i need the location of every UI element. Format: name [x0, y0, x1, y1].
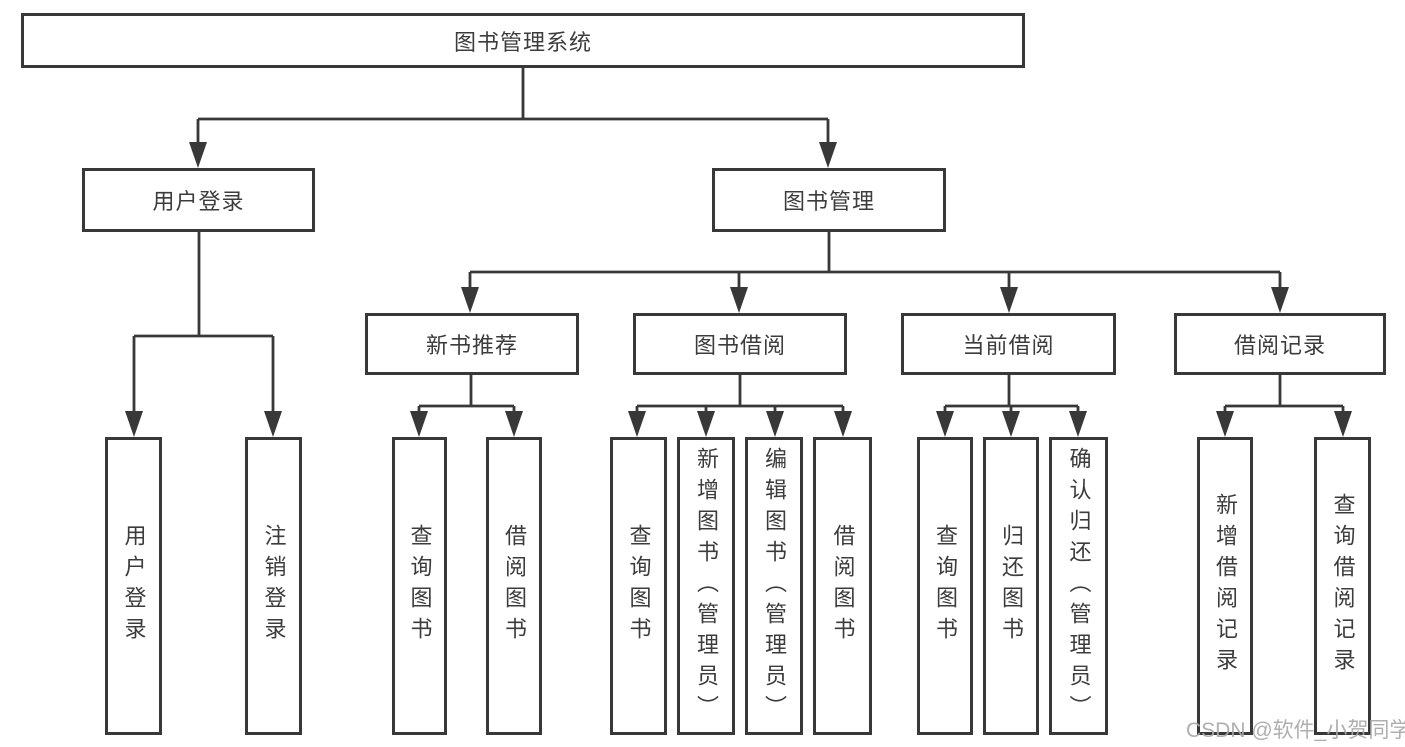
- arrow-down-icon: [628, 411, 646, 437]
- node-root-library-system: 图书管理系统: [21, 13, 1025, 68]
- node-label: 当前借阅: [962, 333, 1055, 358]
- arrow-down-icon: [1002, 411, 1020, 437]
- arrow-down-icon: [1271, 287, 1289, 313]
- leaf-confirm-return-admin: 确认归还（管理员）: [1049, 437, 1108, 735]
- connector-newbooks-to-leaves: [417, 375, 516, 414]
- connector-bookmgmt-to-level3: [468, 232, 1282, 290]
- arrow-down-icon: [766, 411, 784, 437]
- node-new-book-recommend: 新书推荐: [365, 313, 579, 375]
- connector-userlogin-to-leaves: [132, 232, 275, 414]
- arrowheads: [125, 142, 1352, 437]
- connector-records-to-leaves: [1223, 375, 1345, 414]
- arrow-down-icon: [819, 142, 837, 168]
- leaf-query-books-recommend: 查询图书: [392, 437, 447, 735]
- leaf-label: 借阅图书: [830, 524, 856, 648]
- arrow-down-icon: [1069, 411, 1087, 437]
- leaf-add-books-admin: 新增图书（管理员）: [677, 437, 735, 735]
- arrow-down-icon: [264, 411, 282, 437]
- leaf-label: 新增图书（管理员）: [694, 446, 719, 726]
- arrow-down-icon: [410, 411, 428, 437]
- arrow-down-icon: [697, 411, 715, 437]
- node-label: 图书管理: [782, 189, 875, 214]
- leaf-label: 用户登录: [121, 524, 147, 648]
- leaf-label: 借阅图书: [502, 524, 527, 648]
- leaf-user-login: 用户登录: [105, 437, 162, 735]
- leaf-query-borrow-record: 查询借阅记录: [1314, 437, 1371, 735]
- csdn-watermark: CSDN @软件_小贺同学: [1186, 719, 1405, 742]
- leaf-label: 查询借阅记录: [1330, 493, 1356, 679]
- node-current-borrow: 当前借阅: [901, 313, 1116, 375]
- leaf-label: 查询图书: [933, 524, 958, 648]
- leaf-borrow-books-recommend: 借阅图书: [486, 437, 542, 735]
- leaf-edit-books-admin: 编辑图书（管理员）: [745, 437, 803, 735]
- leaf-label: 查询图书: [407, 524, 433, 648]
- leaf-label: 确认归还（管理员）: [1066, 446, 1092, 726]
- node-user-login: 用户登录: [82, 168, 315, 232]
- node-label: 图书借阅: [693, 333, 786, 358]
- node-book-borrow: 图书借阅: [633, 313, 847, 375]
- node-label: 用户登录: [152, 189, 245, 214]
- node-label: 借阅记录: [1233, 333, 1326, 358]
- connector-borrow-to-leaves: [635, 375, 845, 414]
- arrow-down-icon: [189, 142, 207, 168]
- leaf-query-books-borrow: 查询图书: [610, 437, 667, 735]
- arrow-down-icon: [461, 287, 479, 313]
- leaf-label: 编辑图书（管理员）: [762, 446, 787, 726]
- leaf-borrow-books: 借阅图书: [813, 437, 872, 735]
- arrow-down-icon: [730, 287, 748, 313]
- connector-current-to-leaves: [943, 375, 1080, 414]
- arrow-down-icon: [505, 411, 523, 437]
- leaf-label: 查询图书: [626, 524, 652, 648]
- arrow-down-icon: [834, 411, 852, 437]
- leaf-label: 新增借阅记录: [1213, 493, 1238, 679]
- node-label: 图书管理系统: [453, 29, 592, 55]
- node-label: 新书推荐: [425, 333, 518, 358]
- node-borrow-records: 借阅记录: [1174, 313, 1386, 375]
- arrow-down-icon: [1216, 411, 1234, 437]
- connector-root-to-level2: [196, 68, 830, 145]
- leaf-logout: 注销登录: [245, 437, 302, 735]
- arrow-down-icon: [125, 411, 143, 437]
- arrow-down-icon: [936, 411, 954, 437]
- leaf-add-borrow-record: 新增借阅记录: [1197, 437, 1253, 735]
- arrow-down-icon: [1334, 411, 1352, 437]
- arrow-down-icon: [1000, 287, 1018, 313]
- leaf-return-books: 归还图书: [983, 437, 1039, 735]
- leaf-label: 注销登录: [261, 524, 287, 648]
- node-book-management: 图书管理: [712, 168, 946, 232]
- leaf-label: 归还图书: [999, 524, 1024, 648]
- leaf-query-books-current: 查询图书: [917, 437, 973, 735]
